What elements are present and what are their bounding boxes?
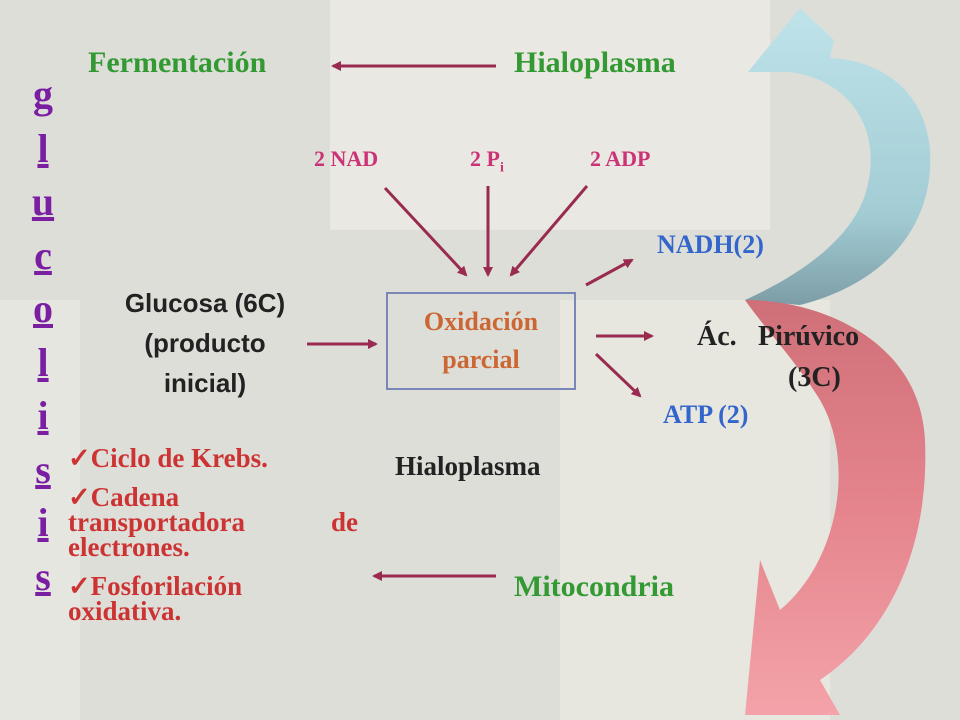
input-pi-subscript: i [499,160,504,176]
arrow-adp-to-box [509,185,589,277]
input-nad: 2 NAD [314,146,379,171]
check-icon: ✓ [68,482,91,512]
checklist-item-first: Ciclo de Krebs. [90,443,268,473]
arrow-box-to-nadh [585,258,634,287]
check-icon: ✓ [68,571,91,601]
title-letter: l [37,339,49,385]
check-icon: ✓ [68,443,91,473]
title-letter: l [37,125,49,171]
title-letter: g [33,72,53,117]
output-acid-name: Pirúvico [758,321,860,352]
checklist-item-first: Fosforilación [90,571,243,601]
glucose-label: Glucosa (6C) (producto inicial) [80,283,330,403]
checklist-item-rest: transportadora de electrones. [68,507,358,562]
label-hialoplasma-top: Hialoplasma [514,46,676,79]
checklist: ✓Ciclo de Krebs. ✓Cadena transportadora … [68,443,368,638]
input-adp: 2 ADP [590,146,651,171]
oxidation-box: Oxidación parcial [386,292,576,390]
label-hialoplasma-middle: Hialoplasma [395,451,541,481]
title-letter: i [37,393,49,438]
box-line: Oxidación [423,307,539,336]
checklist-item-first: Cadena [90,482,180,512]
glucose-line: (producto [144,328,266,358]
title-letter: c [34,232,52,278]
upper-swirl-band [745,8,931,305]
title-letter: i [37,500,49,545]
glucose-line: inicial) [163,368,247,398]
lower-swirl-band [745,300,926,715]
checklist-item: ✓Fosforilación oxidativa. [68,571,368,626]
input-pi-main: 2 P [470,146,500,171]
box-line: parcial [442,345,520,374]
vertical-title-glucolisis: g l u c o l i s i s [18,68,68,603]
output-acid-prefix: Ác. [697,321,737,352]
checklist-item: ✓Ciclo de Krebs. [68,443,368,473]
arrow-nad-to-box [383,186,468,277]
arrow-box-to-atp [594,352,642,398]
input-pi: 2 Pi [470,146,504,176]
output-atp: ATP (2) [663,400,749,429]
output-nadh: NADH(2) [657,230,764,259]
label-fermentacion: Fermentación [88,46,267,79]
title-letter: s [35,446,51,492]
output-acid-carbons: (3C) [788,362,841,393]
title-letter: u [31,179,55,224]
checklist-item-rest: oxidativa. [68,596,182,626]
label-mitocondria: Mitocondria [514,570,674,603]
checklist-item: ✓Cadena transportadora de electrones. [68,482,368,562]
glucose-line: Glucosa (6C) [124,288,286,318]
title-letter: o [33,286,53,331]
title-letter: s [35,553,51,599]
